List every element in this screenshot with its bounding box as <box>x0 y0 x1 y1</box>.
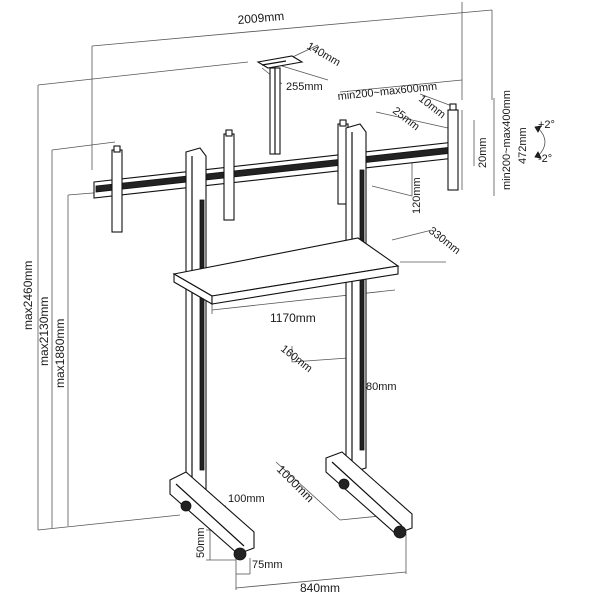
vesa-bracket <box>447 103 459 191</box>
label-pole-plate-depth: 140mm <box>305 40 343 69</box>
label-column-width: 80mm <box>366 381 397 393</box>
vesa-bracket <box>111 145 123 233</box>
shelf <box>172 237 400 305</box>
right-base-foot <box>325 451 413 539</box>
label-overall-width: 2009mm <box>237 9 285 27</box>
tilt-arrow-icon <box>537 127 546 157</box>
label-crossbar-height: 120mm <box>411 177 423 214</box>
left-base-foot <box>169 471 255 561</box>
label-mid-height: max2130mm <box>37 297 51 366</box>
label-base-length: 1000mm <box>274 462 317 505</box>
label-bracket-height: 25mm <box>390 105 421 133</box>
right-column <box>345 123 367 473</box>
label-pole-plate-width: 255mm <box>286 81 323 93</box>
label-max-height: max2460mm <box>21 261 35 330</box>
label-bracket-total-height: 472mm <box>517 127 529 164</box>
label-bracket-tilt-range: 20mm <box>477 137 489 168</box>
label-tilt-up: +2° <box>538 119 555 131</box>
left-column <box>185 147 207 497</box>
label-bracket-width: 10mm <box>416 93 447 121</box>
tv-stand-drawing <box>93 55 546 561</box>
label-tilt-down: -2° <box>538 153 552 165</box>
label-low-height: max1880mm <box>53 319 67 388</box>
label-base-height: 50mm <box>195 527 207 558</box>
label-foot-width: 75mm <box>252 559 283 571</box>
label-shelf-width: 1170mm <box>270 311 316 325</box>
label-column-depth: 160mm <box>278 343 314 375</box>
label-base-span: 840mm <box>300 581 340 595</box>
vesa-bracket <box>223 129 235 221</box>
label-shelf-depth: 330mm <box>426 225 462 257</box>
label-caster-offset: 100mm <box>228 493 265 505</box>
label-vesa-vertical: min200~max400mm <box>501 90 513 190</box>
